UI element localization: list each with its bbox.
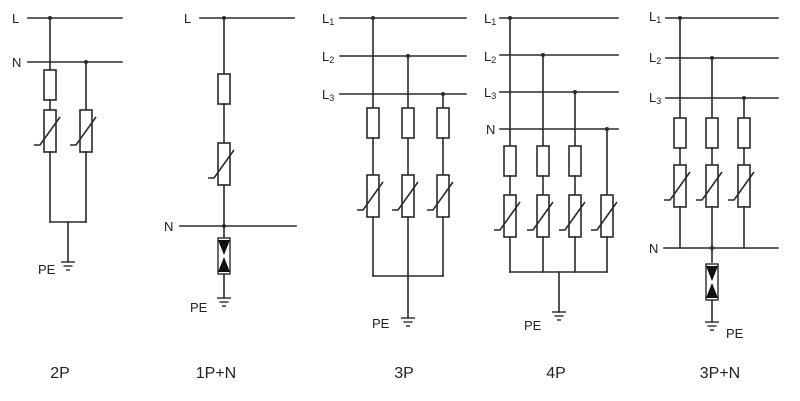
caption-4p: 4P — [546, 365, 566, 382]
caption-3p-n: 3P+N — [700, 365, 740, 382]
label-N: N — [12, 55, 21, 70]
caption-3p: 3P — [394, 365, 414, 382]
caption-1p-n: 1P+N — [196, 365, 236, 382]
label-L3: L3 — [484, 85, 496, 101]
label-PE: PE — [190, 300, 208, 315]
label-L: L — [12, 11, 19, 26]
label-N: N — [486, 122, 495, 137]
label-L2: L2 — [649, 50, 661, 66]
label-L1: L1 — [649, 9, 661, 25]
label-L1: L1 — [322, 11, 334, 27]
label-L3: L3 — [322, 87, 334, 103]
label-L3: L3 — [649, 90, 661, 106]
label-N: N — [649, 241, 658, 256]
label-PE: PE — [524, 318, 542, 333]
diagram-3p-n: L1 L2 L3 N PE 3P+N — [649, 9, 779, 382]
label-L: L — [184, 11, 191, 26]
label-PE: PE — [38, 262, 56, 277]
label-PE: PE — [372, 316, 390, 331]
diagram-1p-n: L N PE 1P+N — [164, 11, 297, 382]
diagram-4p: L1 L2 L3 N PE 4P — [484, 11, 619, 382]
label-L2: L2 — [484, 49, 496, 65]
label-L1: L1 — [484, 11, 496, 27]
caption-2p: 2P — [50, 365, 70, 382]
diagram-2p: L N PE 2P — [12, 11, 123, 382]
diagram-3p: L1 L2 L3 PE 3P — [322, 11, 467, 382]
label-PE: PE — [726, 326, 744, 341]
label-L2: L2 — [322, 49, 334, 65]
label-N: N — [164, 219, 173, 234]
